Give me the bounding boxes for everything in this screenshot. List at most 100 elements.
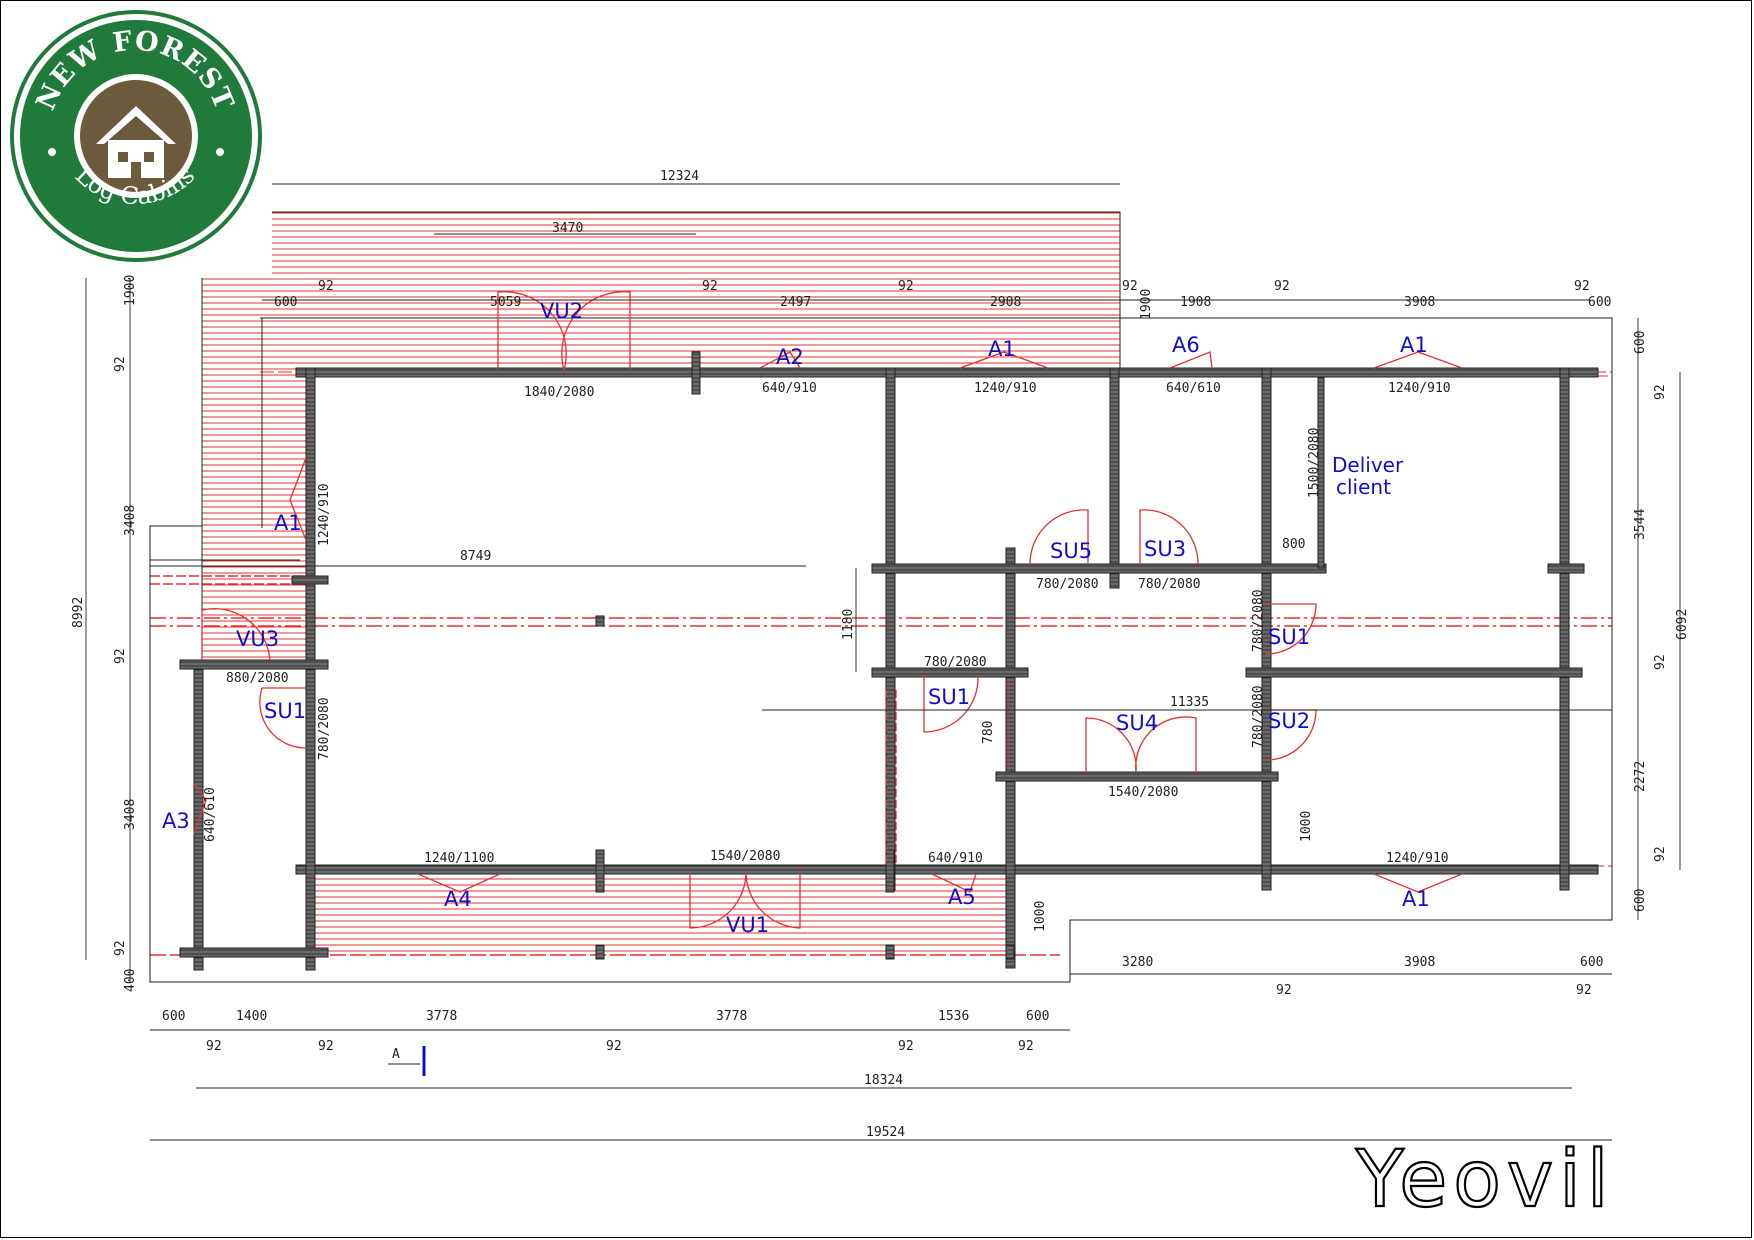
wall-left-bottom <box>179 947 329 958</box>
wall-left-step <box>291 575 329 585</box>
wall-v-1560 <box>1559 367 1570 891</box>
label-su1-left: SU1 <box>264 699 306 723</box>
dim-11335: 11335 <box>1170 695 1209 710</box>
dim-92-h: 92 <box>1576 983 1592 998</box>
dim-640-910-a: 640/910 <box>762 381 817 396</box>
wall-h-672r <box>1245 667 1583 678</box>
post-br <box>1005 944 1015 960</box>
label-su1-right: SU1 <box>1268 625 1310 649</box>
label-su5: SU5 <box>1050 539 1092 563</box>
dim-1000-a: 1000 <box>1299 811 1314 842</box>
dim-92-i: 92 <box>206 1039 222 1054</box>
label-su3: SU3 <box>1144 537 1186 561</box>
label-a5: A5 <box>948 885 976 909</box>
dim-92-a: 92 <box>318 279 334 294</box>
dim-640-910-b: 640/910 <box>928 851 983 866</box>
dim-880-2080: 880/2080 <box>226 671 289 686</box>
window-a1-topr <box>1373 351 1463 369</box>
dim-600-d: 600 <box>162 1009 185 1024</box>
post-top-1 <box>691 351 701 395</box>
post-bl <box>595 944 605 960</box>
door-vu2 <box>497 291 631 371</box>
dim-1240-910-a: 1240/910 <box>974 381 1037 396</box>
opening-labels: VU2 A2 A1 A6 A1 Deliver client A1 SU5 SU… <box>162 299 1430 937</box>
dim-8992: 8992 <box>71 597 86 628</box>
dim-780-2080-b: 780/2080 <box>1138 577 1201 592</box>
wall-v-1010 <box>1005 547 1016 969</box>
dim-92-r3: 92 <box>1653 846 1668 862</box>
dimension-labels: 12324 3470 600 92 5059 92 2497 92 2908 9… <box>71 169 1690 1140</box>
house-icon <box>96 106 176 178</box>
door-su3 <box>1139 509 1199 565</box>
label-deliver: Deliver <box>1332 453 1404 477</box>
wall-v-1262 <box>1261 367 1272 891</box>
dim-600-r2: 600 <box>1633 889 1648 912</box>
dim-3778-b: 3778 <box>716 1009 747 1024</box>
plan-title: Yeovil <box>1355 1135 1615 1225</box>
window-a6 <box>1169 351 1213 369</box>
wall-deliver <box>1317 377 1325 569</box>
dim-92-l3: 92 <box>113 940 128 956</box>
dim-18324: 18324 <box>864 1073 903 1088</box>
dim-12324: 12324 <box>660 169 699 184</box>
label-a3: A3 <box>162 809 190 833</box>
openings <box>193 291 1463 929</box>
window-a3 <box>193 783 207 835</box>
door-su4 <box>1085 716 1197 773</box>
dim-1240-910-d: 1240/910 <box>1386 851 1449 866</box>
label-su1-mid: SU1 <box>928 685 970 709</box>
label-su4: SU4 <box>1116 711 1158 735</box>
dim-3280: 3280 <box>1122 955 1153 970</box>
label-a1-bottom: A1 <box>1402 887 1430 911</box>
dim-2497: 2497 <box>780 295 811 310</box>
dim-1000-b: 1000 <box>1033 901 1048 932</box>
dim-92-d: 92 <box>1122 279 1138 294</box>
dim-92-b: 92 <box>702 279 718 294</box>
dim-92-l2: 92 <box>113 648 128 664</box>
dim-1500-2080: 1500/2080 <box>1307 428 1322 498</box>
section-a-label: A <box>392 1047 400 1062</box>
dim-92-j: 92 <box>318 1039 334 1054</box>
window-a2 <box>759 351 801 369</box>
dim-640-610-a: 640/610 <box>1166 381 1221 396</box>
dim-780-2080-c: 780/2080 <box>317 697 332 760</box>
door-su1-right <box>1265 603 1317 655</box>
door-vu3 <box>201 608 271 661</box>
dim-3908-bot: 3908 <box>1404 955 1435 970</box>
dim-92-e: 92 <box>1274 279 1290 294</box>
dim-600-e: 600 <box>1026 1009 1049 1024</box>
dim-600-b: 600 <box>1588 295 1611 310</box>
deck-left <box>202 370 310 660</box>
label-a6: A6 <box>1172 333 1200 357</box>
dim-780: 780 <box>981 721 996 744</box>
window-a5 <box>931 873 977 893</box>
door-su2 <box>1265 709 1317 761</box>
dim-92-r2: 92 <box>1653 654 1668 670</box>
logo-dot-right <box>216 148 224 156</box>
label-a2: A2 <box>776 345 804 369</box>
label-a4: A4 <box>444 887 472 911</box>
dim-1908: 1908 <box>1180 295 1211 310</box>
wall-vu3-top <box>179 659 329 670</box>
dim-1240-1100: 1240/1100 <box>424 851 494 866</box>
post-bm <box>885 944 895 960</box>
dim-780-2080-e: 780/2080 <box>1251 589 1266 652</box>
label-vu3: VU3 <box>236 627 279 651</box>
dim-1540-2080-b: 1540/2080 <box>710 849 780 864</box>
deck-top-lower <box>202 278 1120 370</box>
dim-8749: 8749 <box>460 549 491 564</box>
dim-1240-910-b: 1240/910 <box>1388 381 1451 396</box>
label-vu1: VU1 <box>726 913 769 937</box>
post-bot-1 <box>595 849 605 893</box>
dim-1536: 1536 <box>938 1009 969 1024</box>
dim-5059: 5059 <box>490 295 521 310</box>
logo-dot-left <box>48 148 56 156</box>
dim-2272: 2272 <box>1633 761 1648 792</box>
post-center <box>595 615 605 627</box>
dim-640-610-b: 640/610 <box>203 787 218 842</box>
label-vu2: VU2 <box>540 299 583 323</box>
label-client: client <box>1336 475 1391 499</box>
dim-1400: 1400 <box>236 1009 267 1024</box>
wall-v-1110 <box>1109 367 1120 589</box>
